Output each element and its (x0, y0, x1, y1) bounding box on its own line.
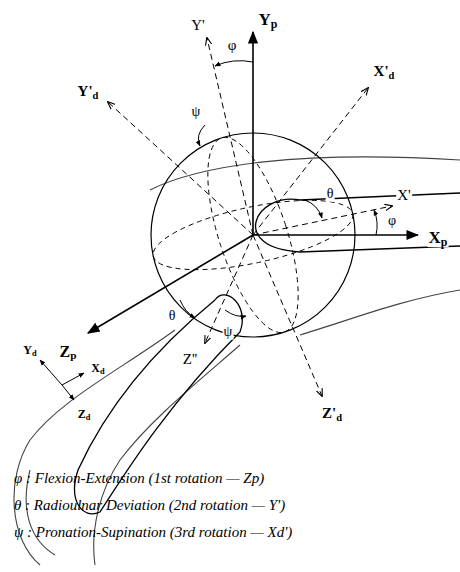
axis-label: Yd (22, 344, 37, 357)
proximal-axes (88, 32, 418, 333)
axis-label: Xd (90, 362, 105, 375)
axis-label: Z'd (321, 406, 343, 422)
axis-label: φ (387, 214, 397, 229)
rotation-arcs (180, 61, 377, 318)
axis-label: ψ (223, 325, 234, 340)
axis-label: Xp (428, 229, 449, 247)
axis-label: Z'' (182, 352, 199, 368)
rotated-axes (108, 38, 392, 396)
axis-label: ψ (191, 105, 202, 120)
axis-label: φ (227, 38, 238, 54)
axis-label: θ (168, 309, 177, 324)
axis-label: Zp (59, 344, 78, 361)
rotation-definition: φ : Flexion-Extension (1st rotation — Zp… (14, 470, 264, 487)
axis-label: Y' (190, 18, 206, 34)
axis-label: Y'd (77, 84, 100, 100)
distal-axes (40, 360, 84, 400)
rotation-definition: θ : Radioulnar Deviation (2nd rotation —… (14, 497, 285, 514)
axis-label: Zd (77, 408, 92, 421)
bone-outline (75, 193, 460, 514)
axis-label: θ (326, 187, 335, 202)
finger-outline (14, 157, 460, 565)
axis-label: X' (396, 188, 412, 204)
axis-label: X'd (373, 64, 396, 80)
axis-label: Yp (258, 11, 279, 29)
rotation-definition: ψ : Pronation-Supination (3rd rotation —… (14, 524, 292, 541)
